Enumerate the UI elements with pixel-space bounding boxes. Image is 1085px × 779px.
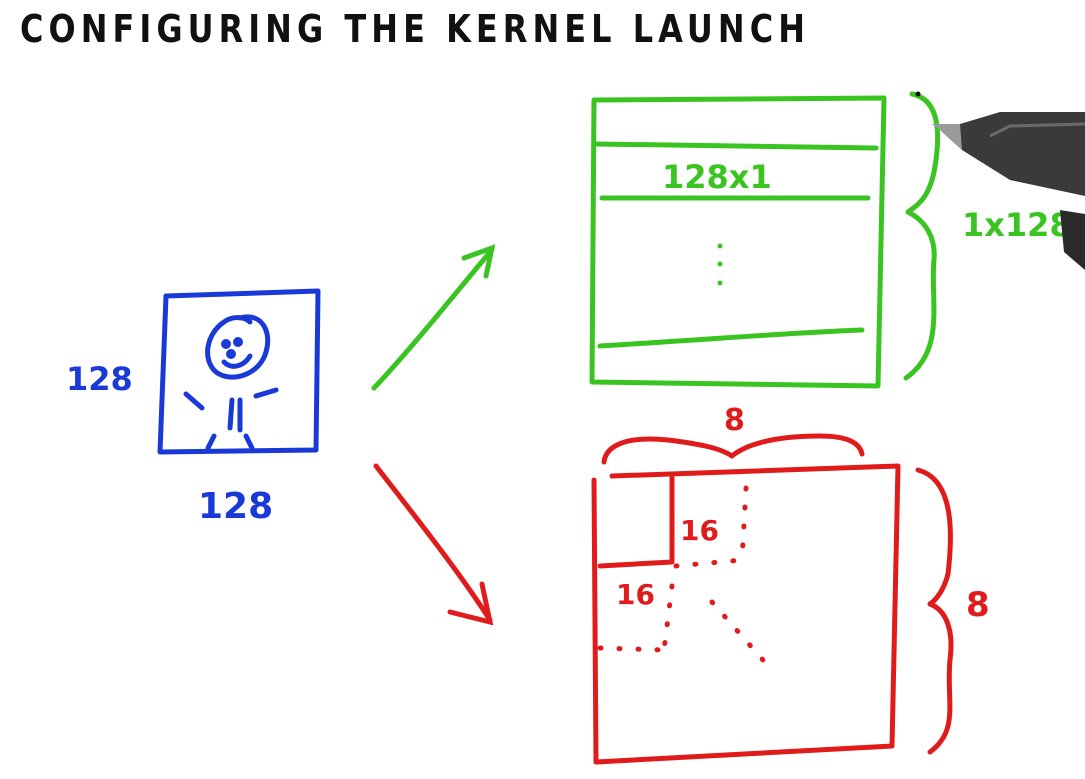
grid-2d-right-label: 8	[966, 585, 990, 625]
grid-2d-top-label: 8	[724, 403, 745, 438]
block-2d-width-label: 16	[616, 578, 655, 611]
grid-1d-row-line	[593, 141, 879, 151]
block-2d-height-label: 16	[680, 514, 719, 547]
grid-2d-top-brace	[601, 433, 865, 465]
grid-1d-label: 1x128	[962, 206, 1072, 244]
image-height-label: 128	[66, 360, 133, 398]
grid-2d-first-block	[597, 475, 675, 569]
grid-2d	[591, 433, 954, 765]
image-outline	[157, 288, 321, 455]
image-block	[157, 288, 321, 455]
grid-1d-row-line	[597, 327, 865, 349]
arrow-to-1d-grid	[371, 244, 496, 391]
pen-icon	[915, 91, 1085, 270]
grid-2d-right-brace	[915, 467, 954, 755]
grid-1d	[589, 91, 941, 389]
image-width-label: 128	[198, 486, 273, 527]
diagram-title: CONFIGURING THE KERNEL LAUNCH	[20, 7, 810, 51]
block-1d-label: 128x1	[662, 158, 772, 196]
grid-1d-outline	[589, 95, 887, 389]
stick-figure-icon	[183, 314, 279, 451]
grid-2d-outline	[591, 463, 901, 765]
grid-1d-brace	[903, 91, 941, 381]
arrow-to-2d-grid	[373, 463, 494, 626]
